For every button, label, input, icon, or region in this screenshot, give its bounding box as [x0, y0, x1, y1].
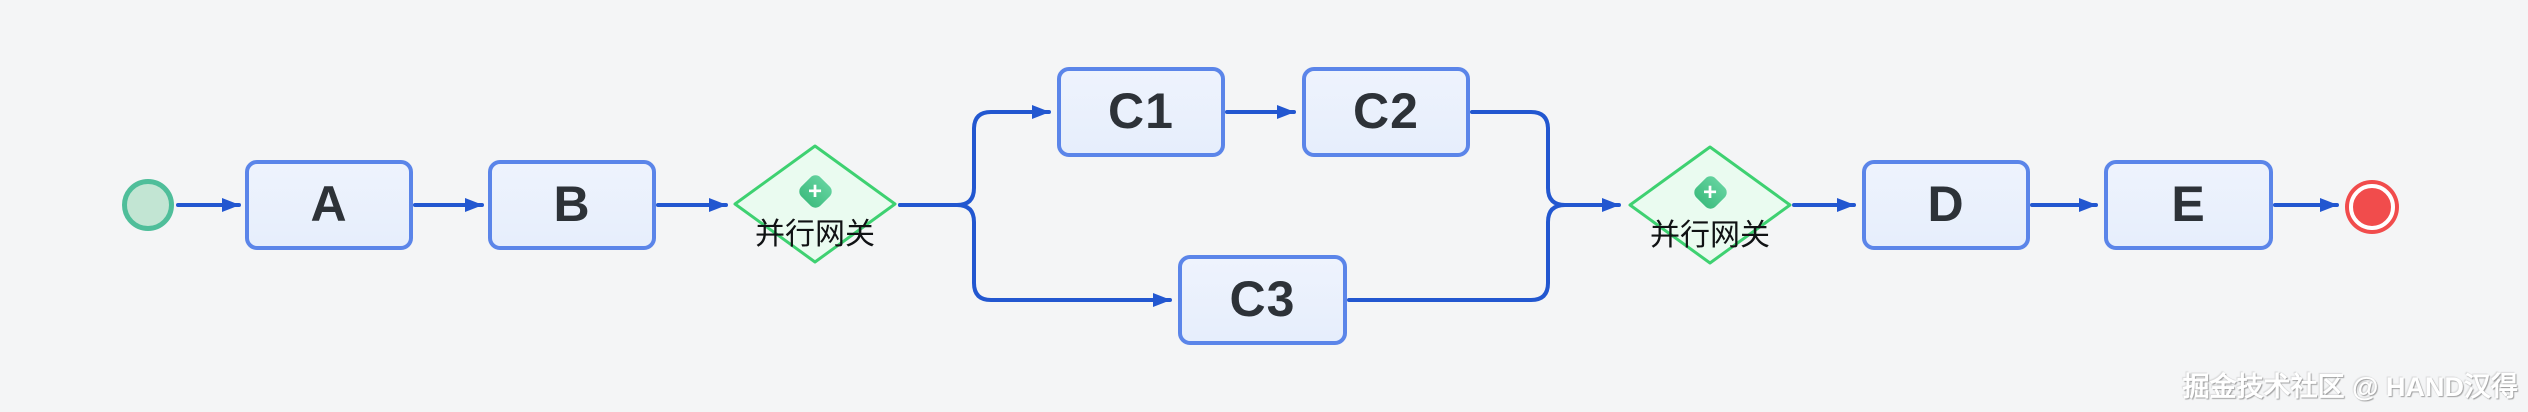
parallel-gateway-2[interactable]: + 并行网关 — [1627, 144, 1793, 266]
task-c1-label: C1 — [1108, 83, 1174, 139]
watermark: 掘金技术社区 @ HAND汉得 — [2182, 372, 2518, 402]
parallel-gateway-1[interactable]: + 并行网关 — [732, 143, 898, 265]
task-b-label: B — [553, 176, 591, 232]
plus-icon-glyph: + — [1702, 178, 1717, 206]
task-c2-label: C2 — [1353, 83, 1419, 139]
task-d-label: D — [1927, 176, 1965, 232]
edge-gateway1-c3 — [898, 203, 1172, 307]
task-c2[interactable]: C2 — [1302, 67, 1470, 157]
gateway-2-label: 并行网关 — [1650, 219, 1770, 252]
task-c1[interactable]: C1 — [1057, 67, 1225, 157]
task-e-label: E — [2171, 176, 2206, 232]
end-event-ring — [2349, 184, 2395, 230]
edge-c3-gateway2 — [1347, 203, 1567, 302]
task-e[interactable]: E — [2104, 160, 2273, 250]
task-b[interactable]: B — [488, 160, 656, 250]
gateway-1-label: 并行网关 — [755, 218, 875, 251]
task-c3[interactable]: C3 — [1178, 255, 1347, 345]
edge-gateway1-c1 — [898, 105, 1051, 207]
start-event[interactable] — [122, 179, 174, 231]
end-event[interactable] — [2345, 180, 2399, 234]
task-a[interactable]: A — [245, 160, 413, 250]
task-d[interactable]: D — [1862, 160, 2030, 250]
edge-c2-gateway2 — [1470, 110, 1621, 212]
plus-icon-glyph: + — [807, 177, 822, 205]
task-c3-label: C3 — [1229, 271, 1296, 327]
task-a-label: A — [310, 176, 348, 232]
